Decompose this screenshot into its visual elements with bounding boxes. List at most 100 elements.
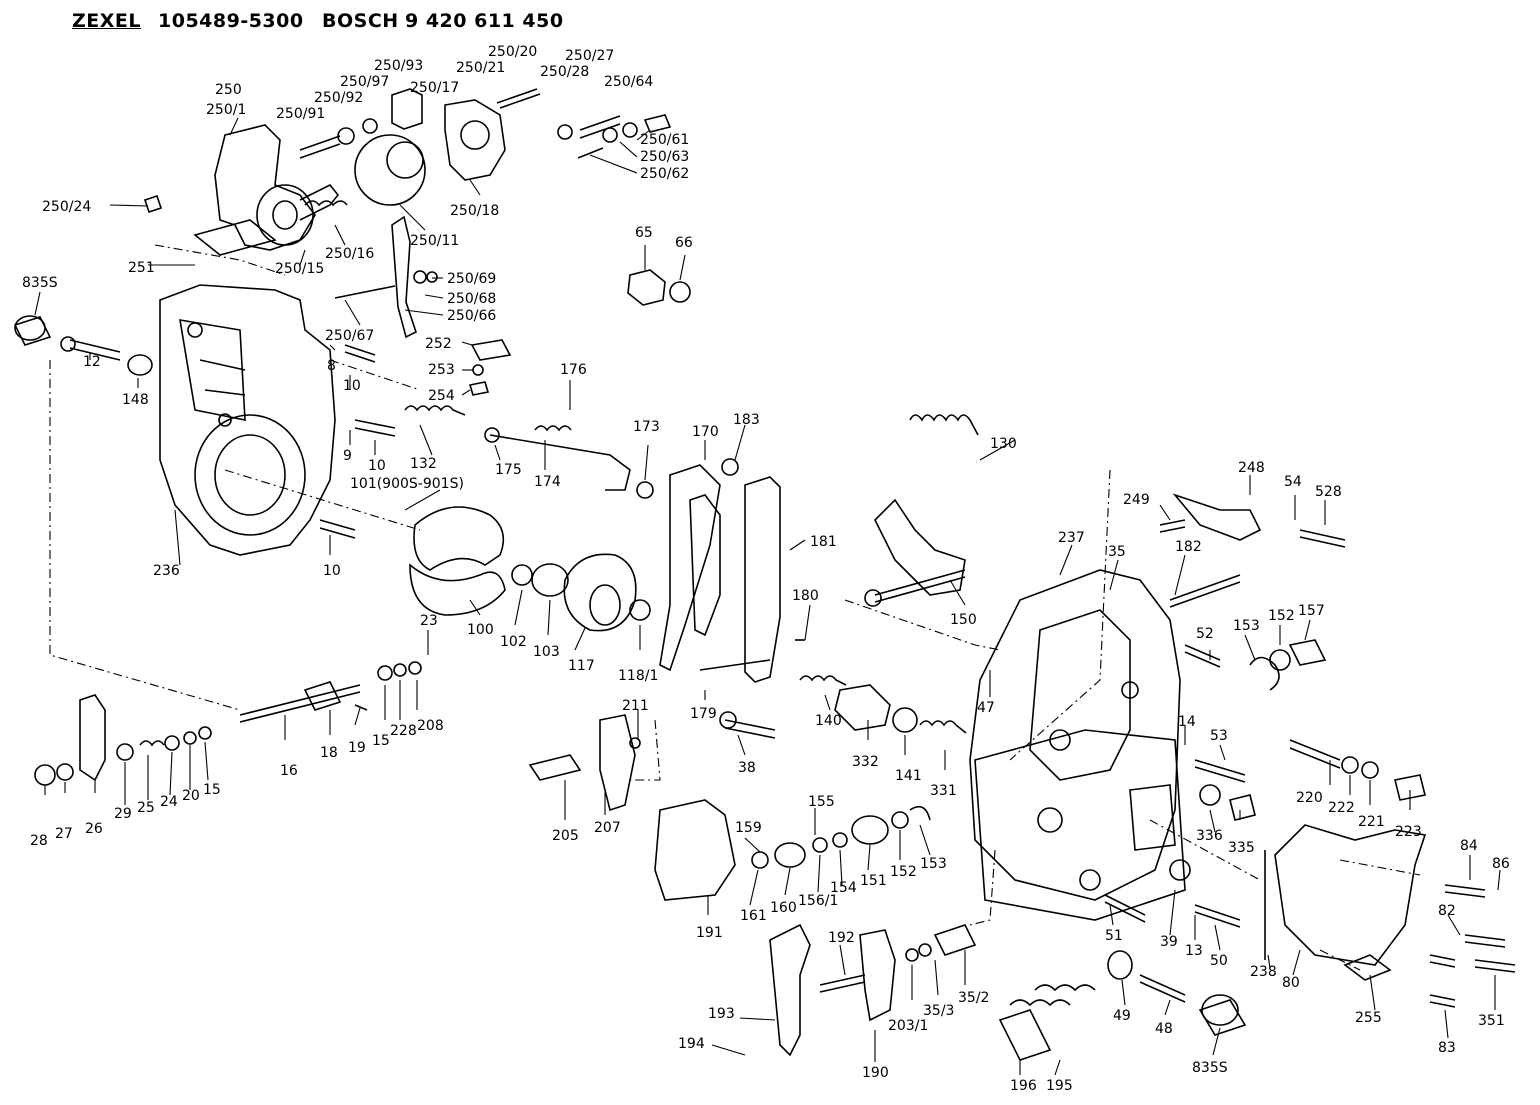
label-118-1: 118/1 (618, 668, 658, 684)
label-250-61: 250/61 (640, 132, 689, 148)
label-250-21: 250/21 (456, 60, 505, 76)
label-237: 237 (1058, 530, 1085, 546)
label-250-24: 250/24 (42, 199, 91, 215)
label-66: 66 (675, 235, 693, 251)
label-195: 195 (1046, 1078, 1073, 1094)
governor-cover-assembly (143, 88, 672, 339)
label-253: 253 (428, 362, 455, 378)
label-10-a: 10 (343, 378, 361, 394)
label-250-67: 250/67 (325, 328, 374, 344)
leader-lines (34, 117, 1501, 1076)
label-148: 148 (122, 392, 149, 408)
label-19: 19 (348, 740, 366, 756)
label-52: 52 (1196, 626, 1214, 642)
label-35-3: 35/3 (923, 1003, 954, 1019)
label-250-69: 250/69 (447, 271, 496, 287)
fuel-shutoff-cap-835s (13, 315, 52, 346)
label-236: 236 (153, 563, 180, 579)
label-221: 221 (1358, 814, 1385, 830)
label-250-20: 250/20 (488, 44, 537, 60)
label-10-b: 10 (368, 458, 386, 474)
label-140: 140 (815, 713, 842, 729)
label-182: 182 (1175, 539, 1202, 555)
label-157: 157 (1298, 603, 1325, 619)
label-250-62: 250/62 (640, 166, 689, 182)
label-50: 50 (1210, 953, 1228, 969)
label-179: 179 (690, 706, 717, 722)
label-153-a: 153 (1233, 618, 1260, 634)
label-255: 255 (1355, 1010, 1382, 1026)
label-194: 194 (678, 1036, 705, 1052)
label-223: 223 (1395, 824, 1422, 840)
label-250: 250 (215, 82, 242, 98)
label-28: 28 (30, 833, 48, 849)
label-29: 29 (114, 806, 132, 822)
label-192: 192 (828, 930, 855, 946)
header-brand-zexel: ZEXEL (72, 10, 141, 32)
label-24: 24 (160, 794, 178, 810)
label-222: 222 (1328, 800, 1355, 816)
header-brand-bosch: BOSCH (322, 10, 399, 32)
label-250-93: 250/93 (374, 58, 423, 74)
label-39: 39 (1160, 934, 1178, 950)
label-100: 100 (467, 622, 494, 638)
label-207: 207 (594, 820, 621, 836)
label-35-2: 35/2 (958, 990, 989, 1006)
label-250-92: 250/92 (314, 90, 363, 106)
label-152-a: 152 (1268, 608, 1295, 624)
label-153-b: 153 (920, 856, 947, 872)
pump-main-housing (969, 569, 1191, 921)
label-351: 351 (1478, 1013, 1505, 1029)
header-zexel-part-number: 105489-5300 (158, 10, 304, 32)
label-151: 151 (860, 873, 887, 889)
label-250-66: 250/66 (447, 308, 496, 324)
label-48: 48 (1155, 1021, 1173, 1037)
label-83: 83 (1438, 1040, 1456, 1056)
label-250-97: 250/97 (340, 74, 389, 90)
governor-housing (159, 284, 336, 556)
header-bosch-part-number: 9 420 611 450 (405, 10, 564, 32)
label-249: 249 (1123, 492, 1150, 508)
label-20: 20 (182, 788, 200, 804)
assembly-lines (49, 244, 1421, 971)
label-130: 130 (990, 436, 1017, 452)
label-336: 336 (1196, 828, 1223, 844)
label-250-27: 250/27 (565, 48, 614, 64)
label-528: 528 (1315, 484, 1342, 500)
flyweight-assembly (409, 506, 651, 632)
label-250-17: 250/17 (410, 80, 459, 96)
label-53: 53 (1210, 728, 1228, 744)
bottom-parts (654, 799, 1247, 1061)
label-141: 141 (895, 768, 922, 784)
label-250-11: 250/11 (410, 233, 459, 249)
label-156-1: 156/1 (798, 893, 838, 909)
tension-lever-assembly (484, 425, 805, 812)
label-49: 49 (1113, 1008, 1131, 1024)
label-252: 252 (425, 336, 452, 352)
label-101: 101(900S-901S) (350, 476, 464, 492)
label-16: 16 (280, 763, 298, 779)
label-251: 251 (128, 260, 155, 276)
label-193: 193 (708, 1006, 735, 1022)
label-331: 331 (930, 783, 957, 799)
label-211: 211 (622, 698, 649, 714)
label-170: 170 (692, 424, 719, 440)
label-248: 248 (1238, 460, 1265, 476)
label-208: 208 (417, 718, 444, 734)
label-82: 82 (1438, 903, 1456, 919)
label-10-c: 10 (323, 563, 341, 579)
label-13: 13 (1185, 943, 1203, 959)
bolts-left (60, 336, 466, 539)
label-254: 254 (428, 388, 455, 404)
label-9: 9 (343, 448, 352, 464)
label-152-b: 152 (890, 864, 917, 880)
label-51: 51 (1105, 928, 1123, 944)
label-18: 18 (320, 745, 338, 761)
label-86: 86 (1492, 856, 1510, 872)
label-180: 180 (792, 588, 819, 604)
label-154: 154 (830, 880, 857, 896)
label-250-28: 250/28 (540, 64, 589, 80)
label-160: 160 (770, 900, 797, 916)
label-228: 228 (390, 723, 417, 739)
